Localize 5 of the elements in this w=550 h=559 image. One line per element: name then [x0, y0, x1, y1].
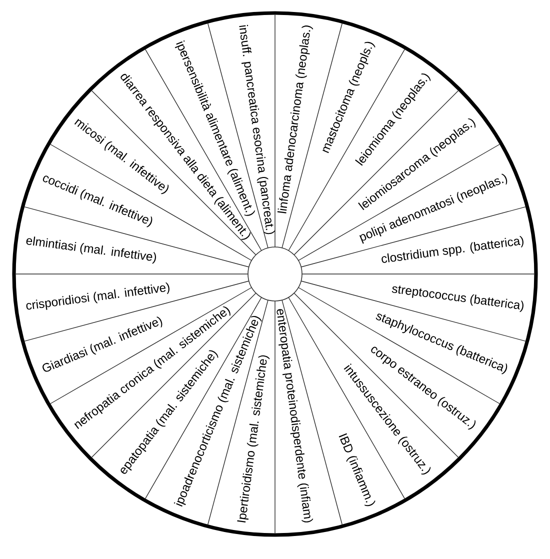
- sector-label: linfoma adenocarcinoma (neoplas.): [277, 26, 314, 214]
- sector-label: clostridium spp. (batterica): [382, 236, 524, 263]
- sector-label: crisporidiosi (mal. infettive): [26, 282, 170, 310]
- sector-label: elmintiasi (mal. infettive): [26, 236, 156, 264]
- sector-label: streptococcus (batterica): [392, 286, 524, 312]
